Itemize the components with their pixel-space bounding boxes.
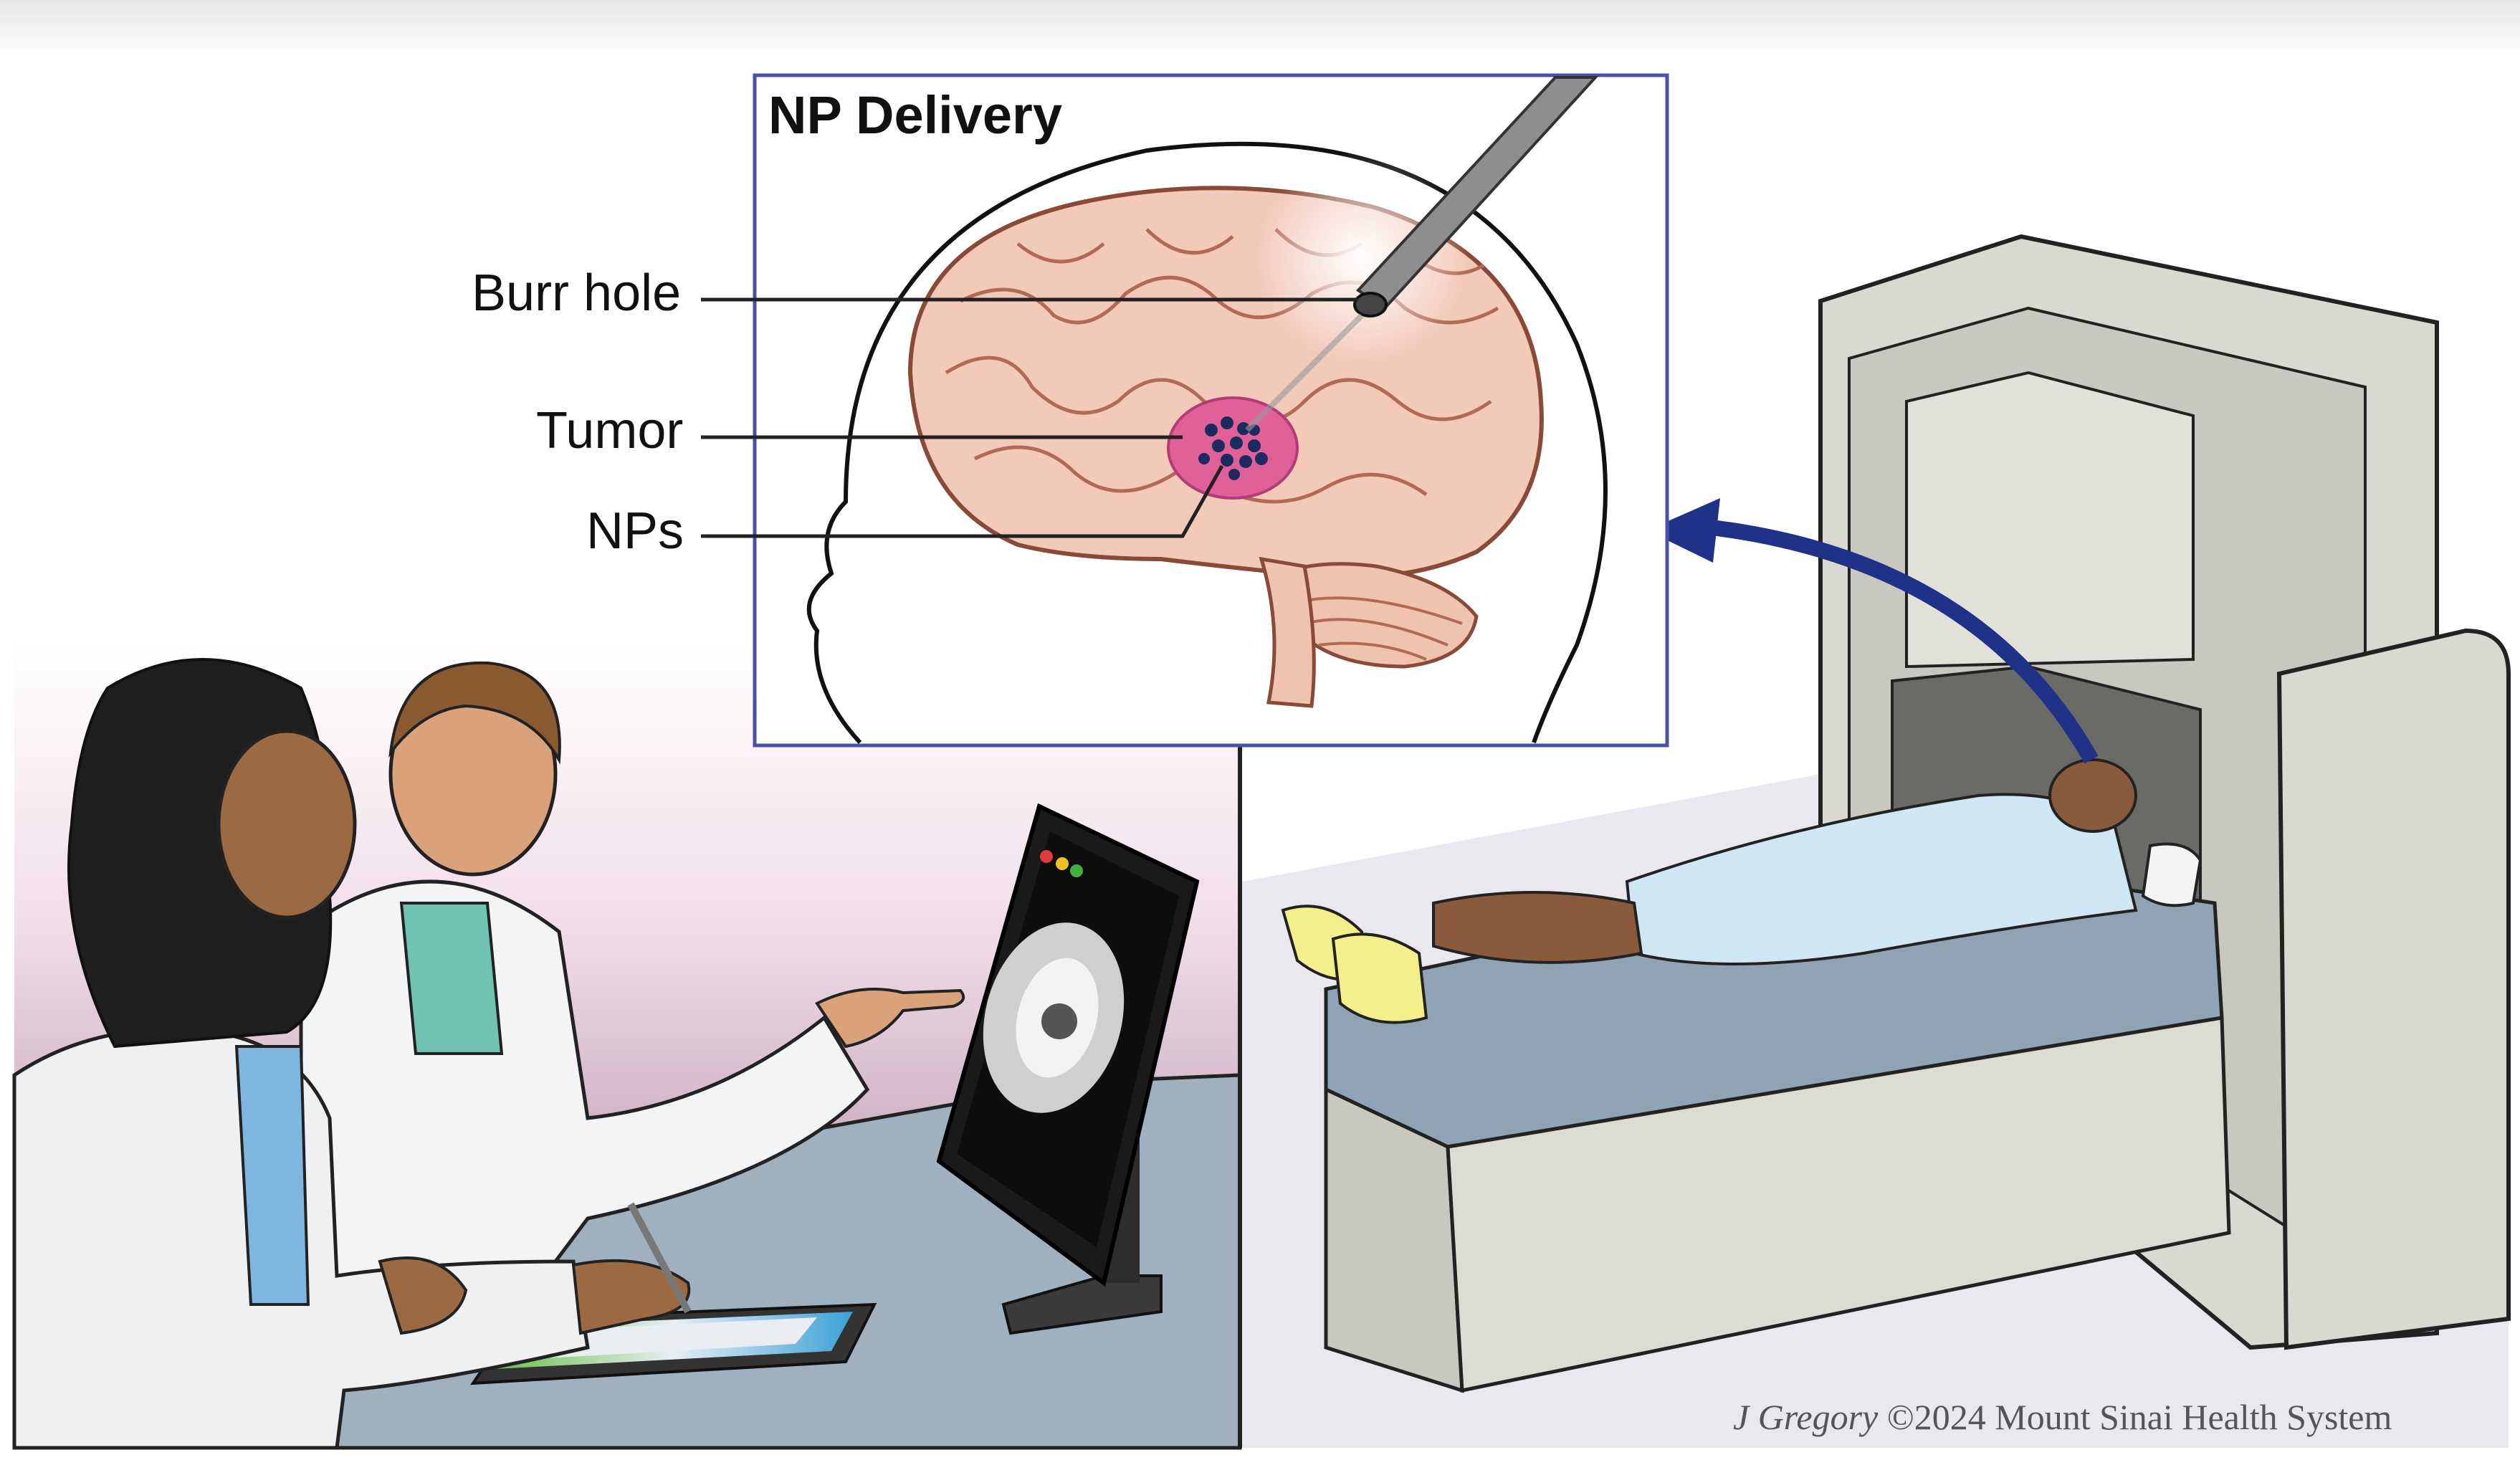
arrow-icon — [1704, 519, 2099, 764]
head-outline — [806, 141, 1608, 745]
doctor-woman — [12, 658, 692, 1450]
inset-title: NP Delivery — [768, 85, 1062, 145]
doctor-man — [299, 661, 965, 1278]
credit-artist: J Gregory — [1733, 1397, 1879, 1437]
needle-icon — [1245, 76, 1599, 432]
nanoparticles — [1198, 416, 1268, 480]
arrow-head — [1647, 498, 1720, 563]
leader-nps — [701, 464, 1224, 538]
patient — [1281, 758, 2202, 1024]
mri-panel — [1242, 234, 2511, 1448]
credit-text: ©2024 Mount Sinai Health System — [1886, 1397, 2392, 1437]
glow — [1254, 151, 1469, 366]
consultation-panel — [12, 645, 1242, 1450]
top-bar — [0, 0, 2520, 57]
label-burr-hole: Burr hole — [472, 264, 682, 322]
monitor — [936, 803, 1200, 1335]
label-tumor: Tumor — [536, 402, 684, 459]
copyright-credit: J Gregory ©2024 Mount Sinai Health Syste… — [1733, 1396, 2392, 1438]
mri-table — [1324, 858, 2231, 1393]
np-delivery-inset — [701, 73, 1669, 748]
label-nps: NPs — [586, 502, 684, 560]
